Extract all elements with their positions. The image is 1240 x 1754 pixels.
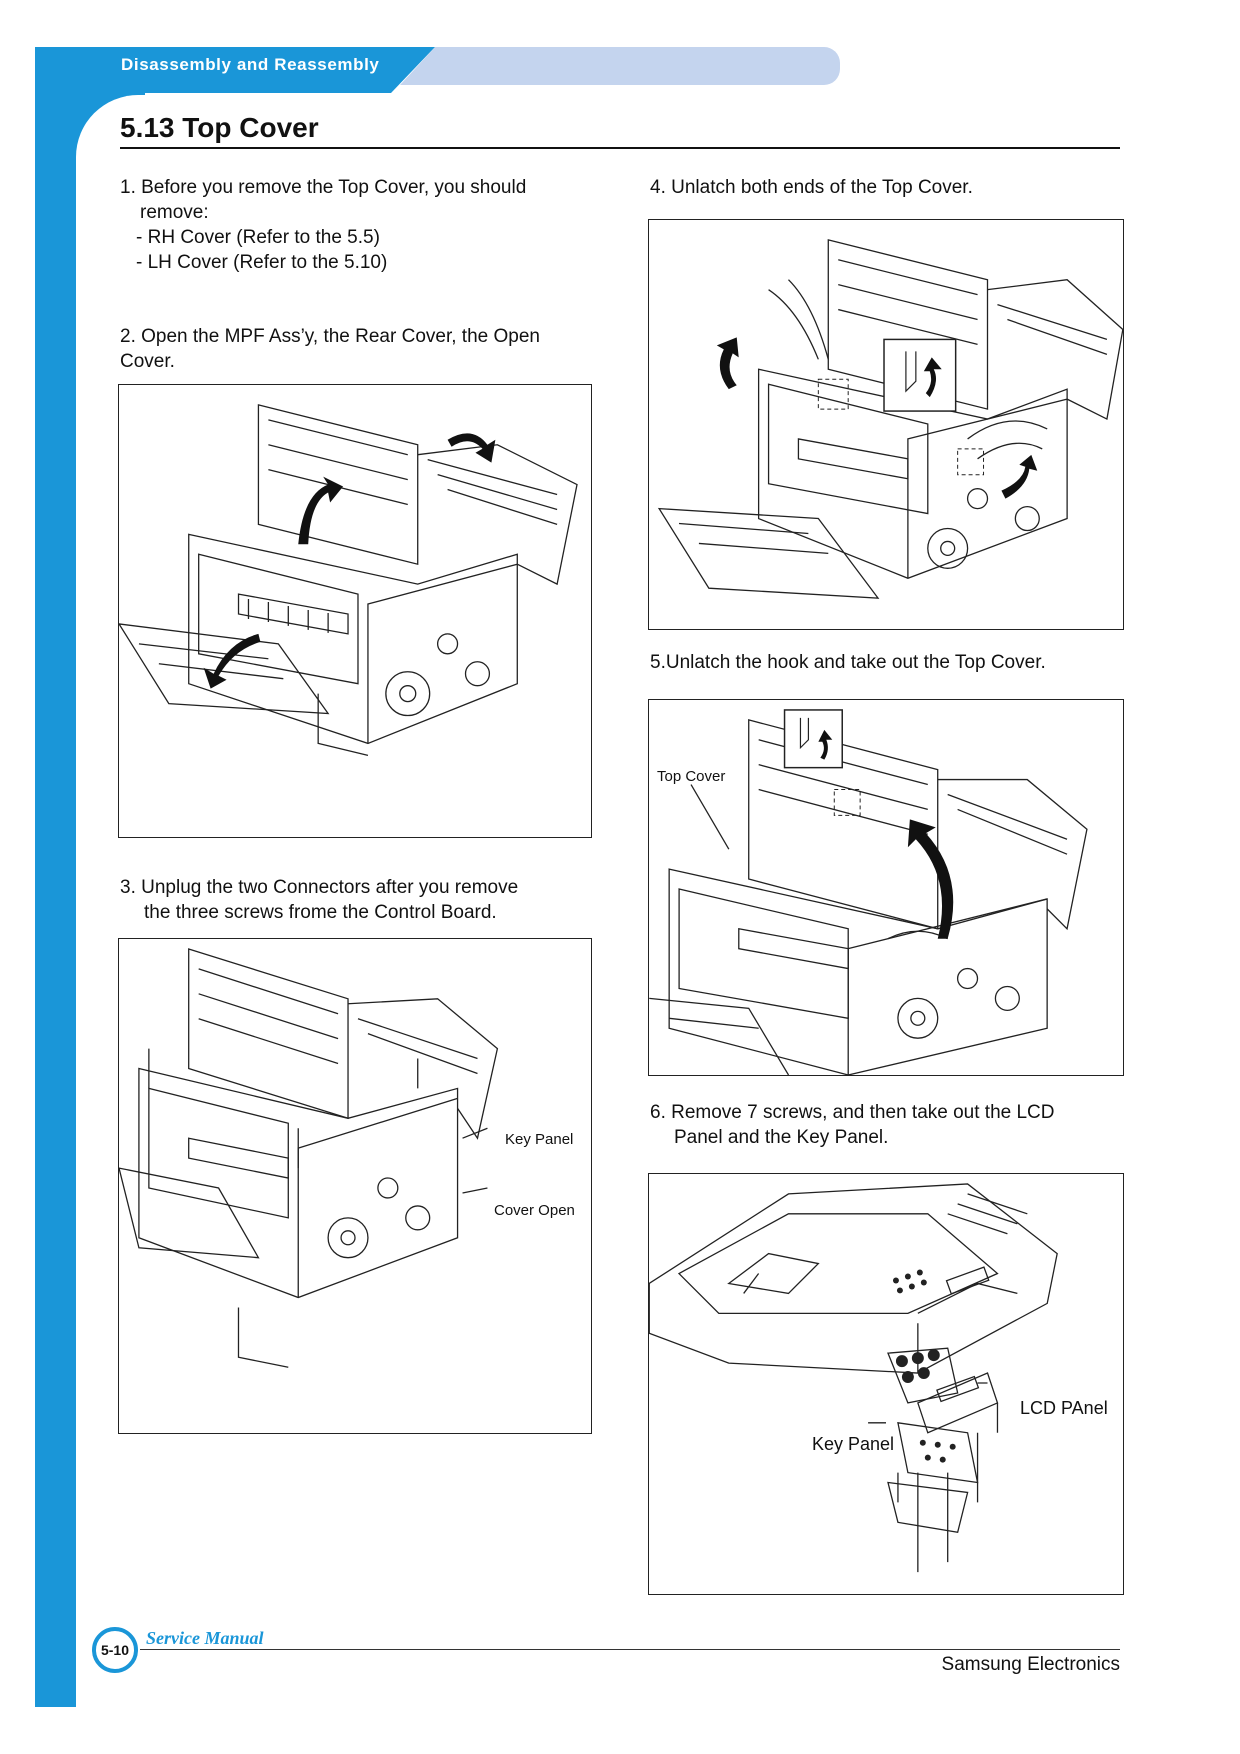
step-1: 1. Before you remove the Top Cover, you … — [120, 175, 526, 275]
figure-lcd-key-panel — [648, 1173, 1124, 1595]
figure-take-out-top-cover — [648, 699, 1124, 1076]
step-2-line1: 2. Open the MPF Ass’y, the Rear Cover, t… — [120, 326, 540, 347]
callout-top-cover: Top Cover — [657, 768, 726, 785]
figure-unplug-connectors — [118, 938, 592, 1434]
step-1-item: - RH Cover (Refer to the 5.5) — [136, 227, 380, 248]
callout-key-panel: Key Panel — [505, 1131, 574, 1148]
top-cover-panels-exploded-illustration — [649, 1183, 1058, 1573]
step-6: 6. Remove 7 screws, and then take out th… — [650, 1100, 1055, 1150]
step-6-line2: Panel and the Key Panel. — [674, 1127, 889, 1148]
footer-company: Samsung Electronics — [941, 1654, 1120, 1675]
step-6-line1: 6. Remove 7 screws, and then take out th… — [650, 1102, 1055, 1123]
step-2-line2: Cover. — [120, 351, 175, 372]
callout-cover-open: Cover Open — [494, 1202, 575, 1219]
step-3: 3. Unplug the two Connectors after you r… — [120, 875, 518, 925]
footer-rule — [140, 1649, 1120, 1650]
printer-control-board-illustration — [119, 948, 499, 1368]
step-5: 5.Unlatch the hook and take out the Top … — [650, 650, 1046, 675]
figure-open-covers — [118, 384, 592, 838]
printer-unlatch-ends-illustration — [657, 239, 1123, 599]
printer-remove-top-cover-illustration — [649, 709, 1088, 1075]
step-5-line1: 5.Unlatch the hook and take out the Top … — [650, 652, 1046, 673]
callout-lcd-panel: LCD PAnel — [1020, 1398, 1108, 1418]
step-3-line2: the three screws frome the Control Board… — [144, 902, 497, 923]
step-4-line1: 4. Unlatch both ends of the Top Cover. — [650, 177, 973, 198]
step-2: 2. Open the MPF Ass’y, the Rear Cover, t… — [120, 324, 540, 374]
step-1-item: - LH Cover (Refer to the 5.10) — [136, 252, 388, 273]
step-1-line2: remove: — [140, 202, 209, 223]
step-1-line1: 1. Before you remove the Top Cover, you … — [120, 177, 527, 198]
section-title: Disassembly and Reassembly — [121, 55, 380, 74]
figure-unlatch-ends — [648, 219, 1124, 630]
step-4: 4. Unlatch both ends of the Top Cover. — [650, 175, 973, 200]
printer-open-covers-illustration — [119, 404, 578, 756]
page-title: 5.13 Top Cover — [120, 112, 319, 143]
header-band — [400, 47, 840, 85]
section-header-tab: Disassembly and Reassembly — [35, 47, 435, 93]
step-3-line1: 3. Unplug the two Connectors after you r… — [120, 877, 519, 898]
title-underline — [120, 147, 1120, 149]
page-body-curve — [76, 95, 276, 1715]
footer-manual-label: Service Manual — [146, 1628, 264, 1648]
callout-key-panel-exploded: Key Panel — [812, 1434, 895, 1454]
page-number: 5-10 — [92, 1627, 138, 1673]
